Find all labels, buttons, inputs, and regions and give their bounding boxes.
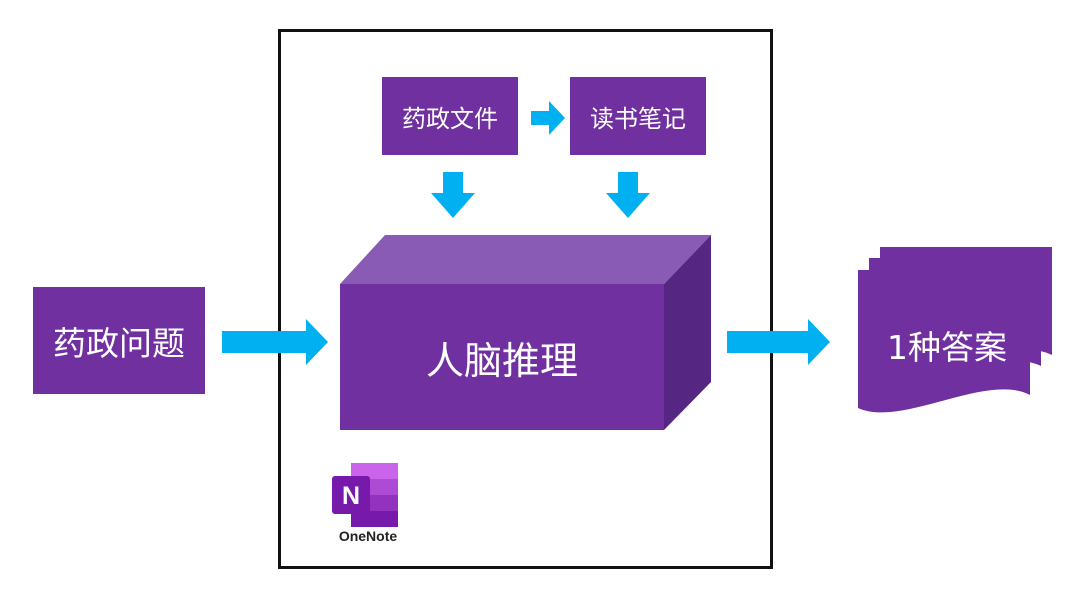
brain-reasoning-label: 人脑推理: [425, 338, 578, 383]
answer-label: 1种答案: [887, 328, 1007, 367]
cube-side-face: [664, 235, 711, 430]
pharma-documents-box: 药政文件: [382, 77, 518, 155]
arrow-doc-down: [431, 172, 475, 218]
answer-doc-front: [858, 270, 1030, 413]
brain-cube: [340, 235, 711, 430]
reading-notes-label: 读书笔记: [590, 104, 686, 133]
reading-notes-box: 读书笔记: [570, 77, 706, 155]
onenote-logo-icon: N: [332, 463, 398, 527]
pharma-documents-label: 药政文件: [402, 104, 498, 133]
process-frame: [278, 29, 773, 569]
arrow-notes-down: [606, 172, 650, 218]
onenote-caption: OneNote: [338, 528, 398, 544]
answer-document-stack: [858, 247, 1052, 413]
arrow-brain-to-answer: [727, 319, 830, 365]
arrow-question-to-brain: [222, 319, 328, 365]
pharma-question-box: 药政问题: [33, 287, 205, 394]
onenote-letter: N: [342, 482, 360, 510]
cube-top-face: [340, 235, 711, 284]
arrow-doc-to-notes: [531, 101, 565, 135]
pharma-question-label: 药政问题: [53, 323, 185, 363]
cube-front-face: [340, 284, 664, 430]
